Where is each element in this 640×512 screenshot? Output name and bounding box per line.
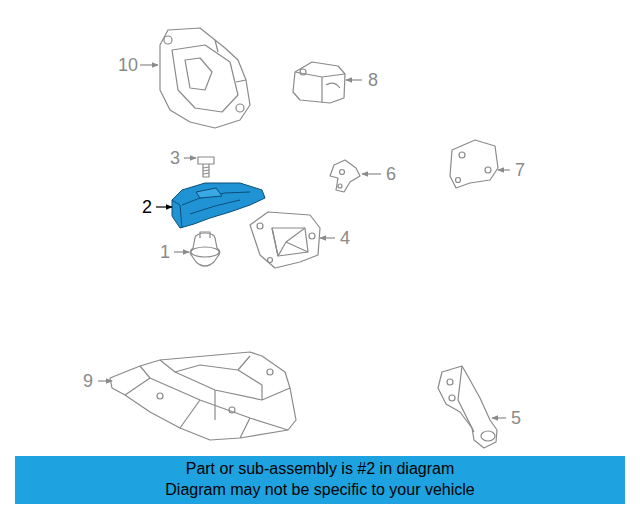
crossmember-9 (110, 352, 296, 440)
notice-text: Diagram may not be specific to your vehi… (165, 480, 474, 501)
leader-line (174, 251, 189, 252)
notice-text: Part or sub-assembly is #2 in diagram (186, 459, 455, 480)
leader-line (320, 237, 335, 238)
callout-number: 7 (515, 161, 525, 179)
leader-line (492, 417, 506, 418)
callout-number: 10 (118, 56, 138, 74)
callout-number: 5 (511, 409, 521, 427)
leader-line (346, 79, 362, 80)
heat-shield-2 (172, 183, 265, 228)
callout-number: 9 (83, 372, 93, 390)
callout-number: 2 (142, 198, 152, 216)
leader-line (184, 157, 196, 158)
leader-line (140, 64, 158, 65)
notice-band: Part or sub-assembly is #2 in diagramDia… (15, 456, 625, 504)
bracket-7 (450, 140, 498, 188)
callout-number: 4 (340, 229, 350, 247)
bracket-6 (330, 160, 360, 192)
bracket-10 (160, 28, 250, 128)
leader-line (98, 380, 112, 381)
callout-number: 8 (368, 71, 378, 89)
leader-line (156, 206, 172, 207)
callout-number: 1 (160, 243, 170, 261)
mount-1 (190, 232, 220, 266)
mount-8 (293, 62, 345, 103)
bracket-5 (438, 366, 497, 448)
leader-line (362, 173, 381, 174)
callout-number: 6 (386, 165, 396, 183)
leader-line (498, 169, 510, 170)
bracket-4 (250, 212, 320, 268)
bolt-3 (198, 157, 214, 177)
callout-number: 3 (170, 149, 180, 167)
